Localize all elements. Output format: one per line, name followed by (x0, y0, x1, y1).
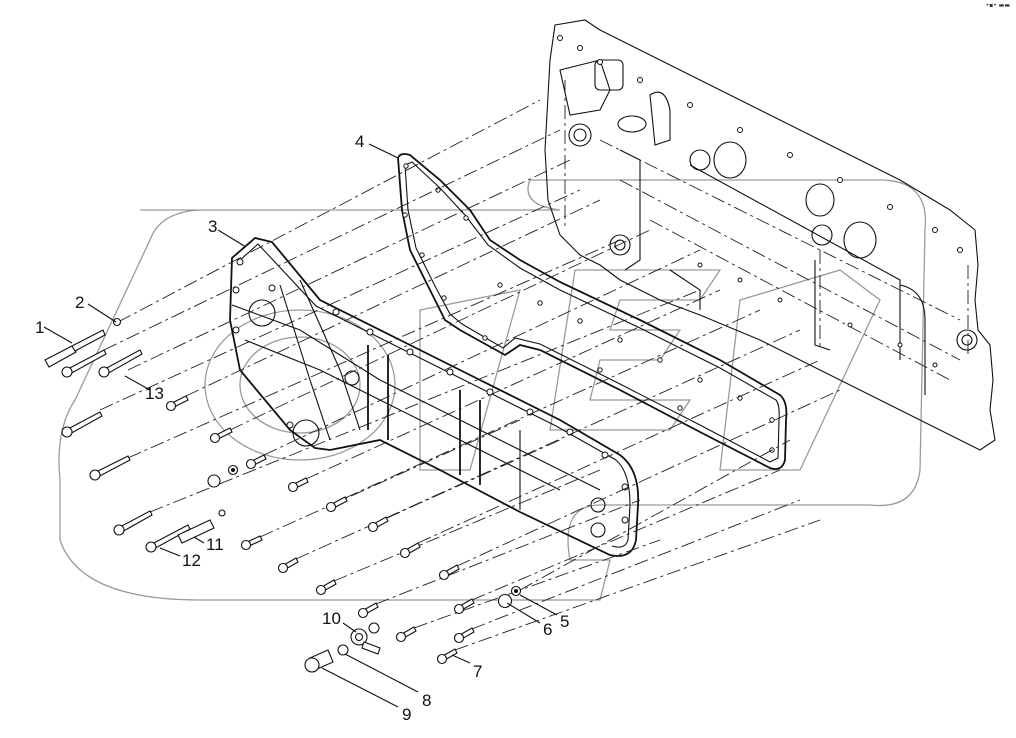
engine-block (544, 19, 996, 451)
callout-1: 1 (35, 318, 44, 337)
callout-7: 7 (473, 662, 482, 681)
oil-pan (229, 237, 640, 557)
callout-12: 12 (182, 551, 201, 570)
callout-3: 3 (208, 217, 217, 236)
gasket (397, 153, 788, 470)
callout-6: 6 (543, 620, 552, 639)
callout-2: 2 (75, 293, 84, 312)
spacer-part-11 (177, 519, 215, 544)
stud-bolt-part-1 (44, 329, 106, 368)
callout-10: 10 (322, 609, 341, 628)
corner-mark: •▪• ▬▬ (985, 2, 1010, 9)
callout-9: 9 (402, 705, 411, 724)
washer-part-2 (112, 317, 122, 327)
plug-part-6 (497, 593, 513, 609)
callout-13: 13 (145, 384, 164, 403)
callout-5: 5 (560, 612, 569, 631)
callout-8: 8 (422, 691, 431, 710)
assembly-lines (99, 99, 841, 651)
washer-part-8 (337, 644, 349, 656)
callout-4: 4 (355, 132, 364, 151)
callout-11: 11 (206, 535, 224, 554)
callouts: 1 2 3 4 5 6 7 8 9 10 11 12 13 (35, 132, 569, 724)
fasteners (44, 317, 522, 673)
